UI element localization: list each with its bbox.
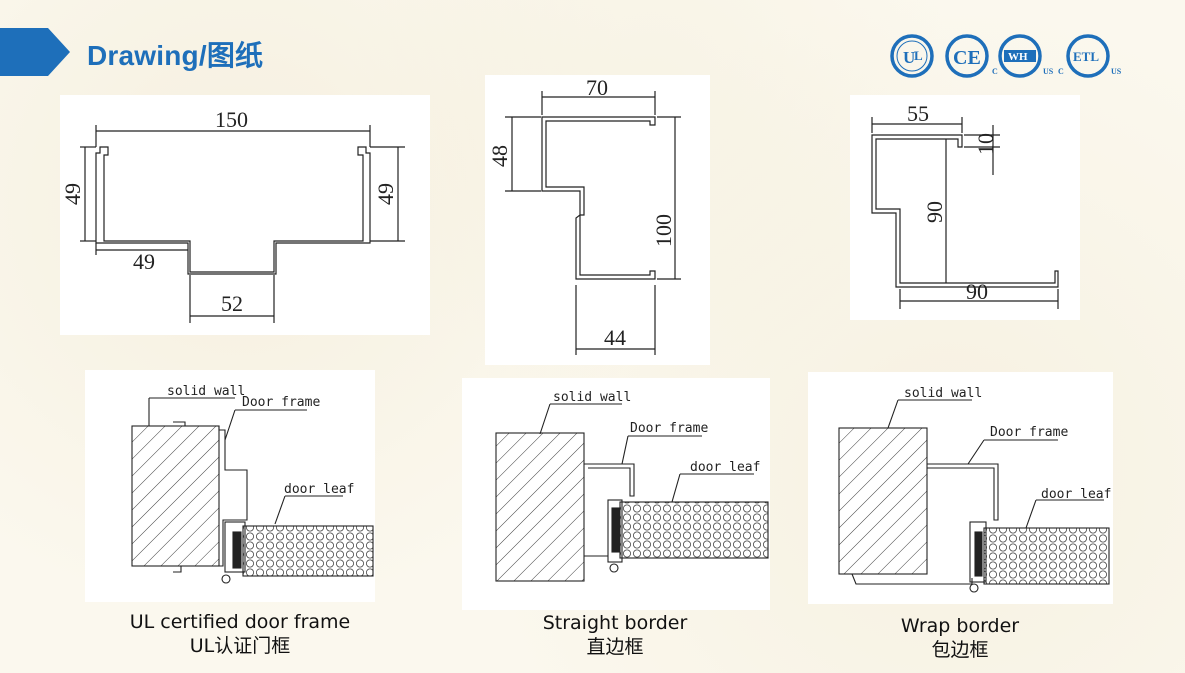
caption-cn: 直边框 [586, 636, 644, 658]
dim-lip: 10 [973, 133, 998, 155]
svg-text:US: US [1111, 67, 1122, 76]
certification-marks: U L CE C WH US C ETL US [890, 34, 1122, 78]
label-door-frame: Door frame [242, 395, 320, 410]
ul-frame-profile-drawing: 150 49 49 49 52 [60, 107, 405, 323]
caption-ul-frame: UL certified door frame UL认证门框 [110, 610, 370, 658]
label-solid-wall: solid wall [904, 386, 982, 401]
page-title: Drawing/图纸 [87, 40, 264, 71]
profile-panel-ul [60, 95, 430, 335]
ul-frame-detail-drawing: solid wall Door frame door leaf [131, 384, 374, 584]
svg-text:U: U [903, 48, 915, 67]
caption-en: Wrap border [900, 615, 1020, 637]
label-door-leaf: door leaf [690, 460, 760, 475]
label-door-leaf: door leaf [1041, 487, 1111, 502]
ul-mark-icon: U L [890, 34, 934, 78]
dim-top: 55 [907, 101, 929, 126]
straight-border-detail-drawing: solid wall Door frame door leaf [495, 390, 769, 582]
dim-rebate: 52 [221, 291, 243, 316]
svg-text:C: C [1058, 67, 1064, 76]
caption-wrap-border: Wrap border 包边框 [845, 614, 1075, 662]
caption-cn: UL认证门框 [189, 635, 291, 657]
dim-right-depth: 49 [373, 183, 398, 205]
wrap-frame-profile-drawing: 55 10 90 90 [871, 101, 1059, 309]
dim-width: 150 [215, 107, 248, 132]
caption-en: UL certified door frame [129, 611, 351, 633]
dim-upper-depth: 48 [487, 145, 512, 167]
label-solid-wall: solid wall [553, 390, 631, 405]
svg-text:US: US [1043, 67, 1054, 76]
svg-text:L: L [914, 48, 923, 63]
etl-mark-icon: C ETL US [1058, 34, 1122, 78]
svg-text:WH: WH [1008, 51, 1028, 63]
dim-top: 70 [586, 75, 608, 100]
dim-left-depth: 49 [60, 183, 85, 205]
caption-cn: 包边框 [931, 639, 989, 661]
straight-frame-profile-drawing: 70 48 100 44 [487, 75, 681, 355]
ce-mark-icon: CE [945, 34, 989, 78]
caption-straight-border: Straight border 直边框 [500, 611, 730, 659]
title-arrow-icon [0, 28, 70, 76]
label-door-frame: Door frame [630, 421, 708, 436]
wrap-border-detail-drawing: solid wall Door frame door leaf [838, 386, 1111, 593]
caption-en: Straight border [542, 612, 688, 634]
dim-left-return: 49 [133, 249, 155, 274]
svg-text:C: C [992, 67, 998, 76]
wh-mark-icon: C WH US [992, 34, 1054, 78]
label-solid-wall: solid wall [167, 384, 245, 399]
svg-text:ETL: ETL [1073, 49, 1099, 64]
dim-depth: 90 [922, 201, 947, 223]
label-door-frame: Door frame [990, 425, 1068, 440]
svg-text:CE: CE [953, 47, 981, 69]
dim-bottom: 44 [604, 325, 626, 350]
dim-bottom: 90 [966, 279, 988, 304]
dim-height: 100 [651, 214, 676, 247]
label-door-leaf: door leaf [284, 482, 354, 497]
profile-panel-straight [485, 75, 710, 365]
